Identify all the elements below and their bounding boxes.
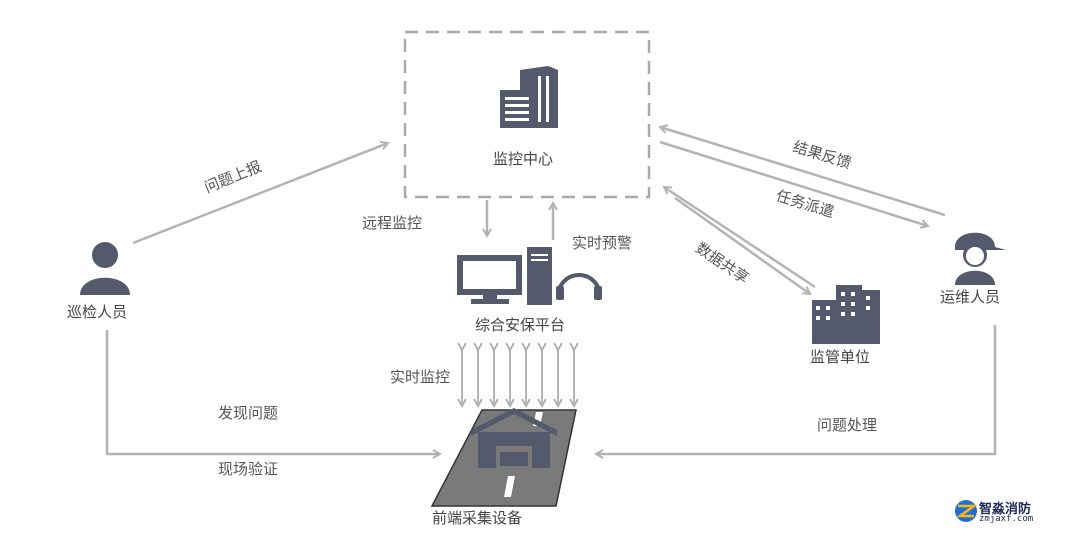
alarm-label: 实时预警: [572, 234, 633, 252]
verify-label: 现场验证: [218, 460, 279, 478]
maintainer-label: 运维人员: [940, 288, 1001, 306]
supervisor-label: 监管单位: [810, 348, 871, 366]
verify-arrow: [105, 330, 440, 454]
report-arrow: [132, 143, 388, 245]
dispatch-arrow: [659, 140, 928, 226]
handle-arrow: [596, 325, 997, 454]
remote-label: 远程监控: [362, 214, 423, 232]
headset-icon: [556, 273, 602, 297]
logo-icon: [955, 500, 978, 522]
maintainer-person-icon: [955, 232, 1006, 285]
monitor-center-label: 监控中心: [493, 150, 554, 168]
supervisor-building-icon: [812, 285, 880, 344]
frontend-label: 前端采集设备: [432, 509, 523, 527]
watermark-url: zmjaxf.com: [979, 514, 1034, 524]
feedback-arrow: [660, 127, 946, 217]
realtime-label: 实时监控: [390, 368, 451, 386]
share-arrow-up: [664, 187, 816, 289]
handle-label: 问题处理: [817, 416, 878, 434]
platform-label: 综合安保平台: [475, 316, 566, 334]
realtime-arrows: [462, 350, 574, 406]
monitor-center-box: [403, 30, 651, 199]
watermark-name: 智淼消防: [979, 502, 1032, 517]
discover-label: 发现问题: [218, 404, 279, 422]
watermark-logo: 智淼消防 zmjaxf.com: [955, 498, 1055, 528]
building-icon: [500, 66, 558, 128]
garage-icon: [471, 408, 557, 468]
inspector-person-icon: [80, 242, 130, 295]
computer-icon: [457, 247, 552, 305]
share-arrow-down: [674, 196, 810, 294]
inspector-label: 巡检人员: [67, 303, 128, 321]
